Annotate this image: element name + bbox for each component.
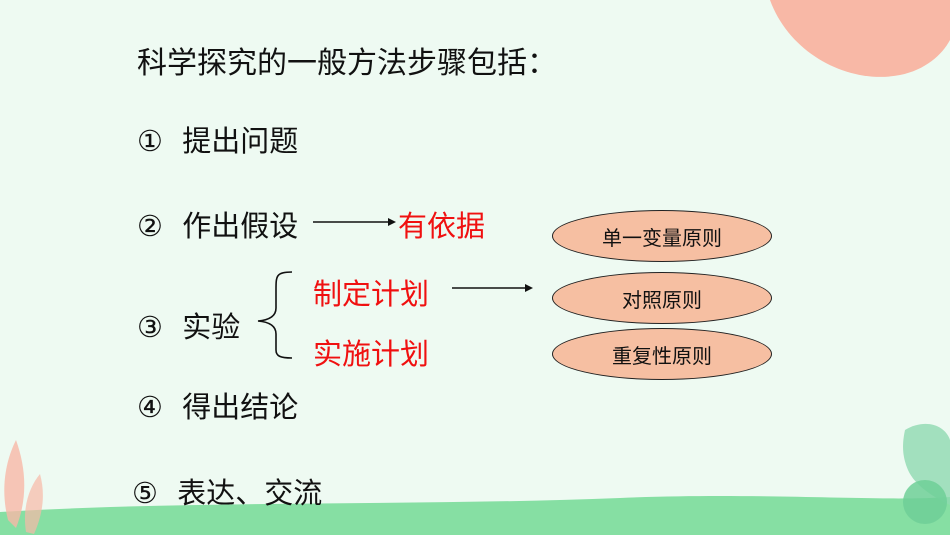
step-marker: ④ (137, 390, 163, 424)
step-label: 提出问题 (182, 124, 299, 158)
step-2: ② 作出假设 (137, 203, 298, 245)
step-marker: ⑤ (132, 476, 158, 510)
hypothesis-note: 有依据 (398, 209, 486, 243)
experiment-plan: 制定计划 (313, 277, 430, 311)
page-title: 科学探究的一般方法步骤包括： (137, 46, 557, 81)
principle-control: 对照原则 (552, 272, 772, 324)
arrow-hypothesis-head (388, 218, 396, 226)
step-marker: ② (137, 209, 163, 243)
experiment-execute: 实施计划 (313, 337, 430, 371)
step-label: 得出结论 (182, 390, 299, 424)
leaf-left-decoration (4, 440, 25, 528)
step-marker: ③ (137, 310, 163, 344)
step-5: ⑤ 表达、交流 (132, 470, 322, 512)
arrow-plan-head (525, 284, 533, 292)
step-1: ① 提出问题 (137, 118, 298, 160)
step-4: ④ 得出结论 (137, 384, 298, 426)
step-3: ③ 实验 (137, 304, 240, 346)
leaf-left-small-decoration (24, 474, 43, 534)
step-label: 表达、交流 (177, 476, 323, 510)
brace (257, 271, 293, 359)
step-label: 作出假设 (182, 209, 299, 243)
principle-single-variable: 单一变量原则 (552, 210, 772, 262)
principle-repeatability: 重复性原则 (552, 328, 772, 380)
leaf-round-decoration (903, 480, 947, 524)
step-label: 实验 (182, 310, 241, 344)
step-marker: ① (137, 124, 163, 158)
corner-blob-decoration (770, 0, 950, 77)
bottom-wave-decoration (0, 496, 950, 535)
